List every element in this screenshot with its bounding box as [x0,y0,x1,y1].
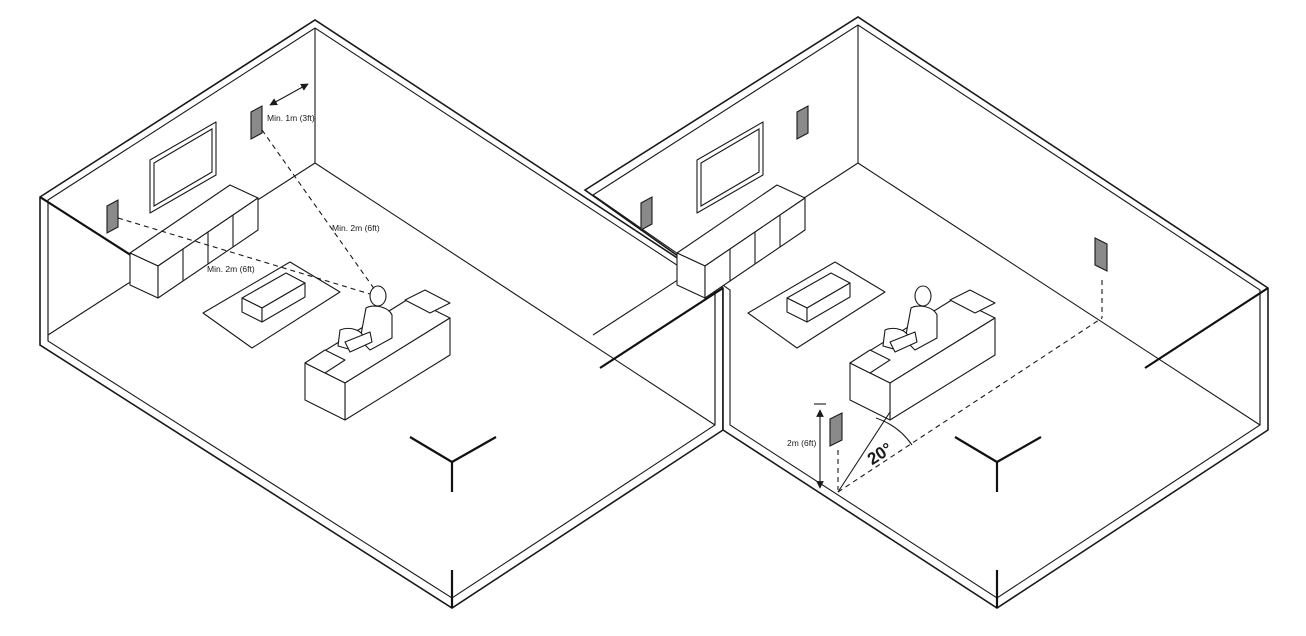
left-label-listener-distance-left: Min. 2m (6ft) [207,264,255,274]
right-dash-to-surround [837,317,1103,493]
left-speaker-front-left [106,199,119,234]
left-media-cabinet [129,184,259,299]
left-label-listener-distance-right: Min. 2m (6ft) [332,223,380,233]
right-label-height: 2m (6ft) [787,438,816,448]
right-speaker-surround-left [829,412,843,447]
right-angle-arc [875,417,913,446]
right-media-cabinet [676,184,806,299]
left-axis-marker [409,436,497,492]
left-room: Min. 1m (3ft) Min. 2m (6ft) Min. 2m (6ft… [39,19,724,609]
right-listener [882,285,938,353]
left-listener [337,285,393,353]
right-speaker-surround-right [1094,237,1108,272]
right-axis-marker [954,436,1042,492]
left-arrow-wall-distance [269,83,309,106]
left-tv [149,121,217,214]
right-line-to-listener [837,411,891,493]
right-room: 2m (6ft) 20° [583,16,1269,609]
left-speaker-front-right [250,105,263,140]
right-coffee-table [786,272,851,323]
left-dash-right-speaker [261,129,376,291]
left-dash-left-speaker [117,217,371,295]
right-tv [696,121,764,214]
left-label-wall-distance: Min. 1m (3ft) [267,113,315,123]
right-speaker-front-right [796,105,809,140]
left-coffee-table [241,272,306,323]
right-speaker-front-left [640,196,653,231]
